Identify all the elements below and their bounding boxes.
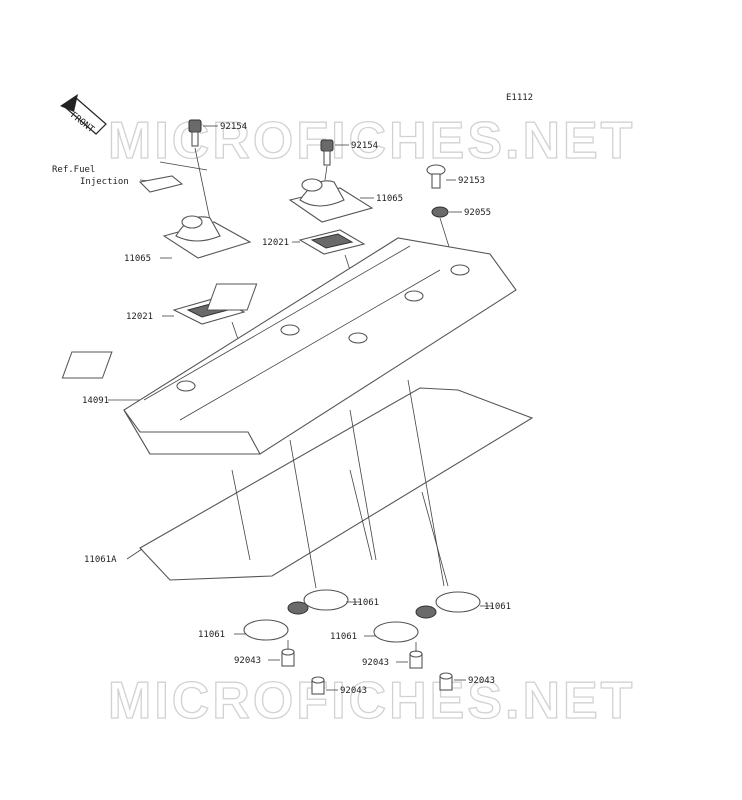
label-dowel-3: 92043 [362,658,389,668]
dowel-2 [311,676,325,695]
bolt-right [320,139,334,166]
label-dowel-1: 92043 [234,656,261,666]
label-head-cover-gasket: 11061A [84,555,117,565]
label-breather-cover-right: 11065 [376,194,403,204]
label-plug-gasket-1: 11061 [198,630,225,640]
breather-cover-left [162,215,252,259]
label-breather-cover-left: 11065 [124,254,151,264]
label-plug-gasket-4: 11061 [484,602,511,612]
label-plug-gasket-2: 11061 [352,598,379,608]
label-bolt-small: 92153 [458,176,485,186]
dowel-4 [439,672,453,691]
label-dowel-2: 92043 [340,686,367,696]
label-reed-valve-right: 12021 [262,238,289,248]
ref-note-line1: Ref.Fuel [52,165,95,175]
label-bolt-right: 92154 [351,141,378,151]
cylinder-head-cover [61,237,517,455]
breather-cover-right [288,178,374,223]
plug-gasket-right-pair [373,591,481,643]
dowel-3 [409,650,423,669]
label-reed-valve-left: 12021 [126,312,153,322]
diagram-code: E1112 [506,93,533,103]
fuel-injection-bracket [138,175,184,193]
label-washer: 92055 [464,208,491,218]
washer [431,206,449,218]
dowel-1 [281,648,295,667]
bolt-left [188,119,202,147]
head-cover-gasket [139,387,534,581]
reed-valve-right [298,229,366,255]
label-dowel-4: 92043 [468,676,495,686]
bolt-small [426,164,446,189]
ref-note-line2: Injection [80,177,129,187]
plug-gasket-left-pair [243,589,349,641]
watermark-bottom: MICROFICHES.NET [108,672,635,730]
label-bolt-left: 92154 [220,122,247,132]
front-arrow-icon: FRONT [60,94,107,135]
label-cylinder-head-cover: 14091 [82,396,109,406]
label-plug-gasket-3: 11061 [330,632,357,642]
